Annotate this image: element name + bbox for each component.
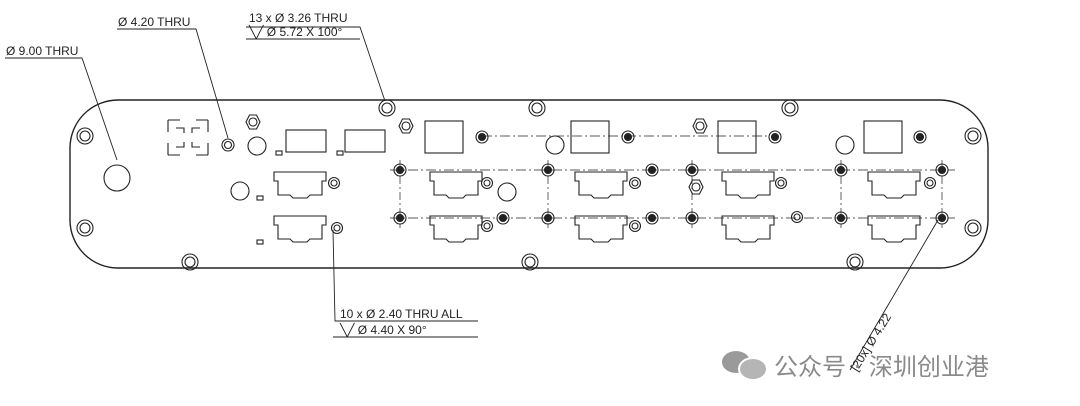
- screw-hole: [330, 221, 344, 235]
- connector-cutout: [721, 215, 775, 243]
- panel-outline: [69, 99, 989, 269]
- hex-nut-bore: [691, 182, 701, 192]
- screw-hole: [628, 176, 642, 190]
- mounting-hole-inner: [531, 102, 543, 114]
- mounting-hole: [781, 99, 799, 117]
- mounting-hole: [528, 99, 546, 117]
- mounting-hole: [964, 219, 982, 237]
- bracket-mark-inner: [176, 127, 200, 148]
- screw-hole-inner: [793, 213, 801, 221]
- hex-nut-bore: [695, 121, 705, 131]
- screw-hole-inner: [777, 179, 785, 187]
- plain-hole: [835, 135, 855, 155]
- screw-hole: [480, 176, 494, 190]
- connector-cutout: [867, 171, 921, 199]
- screw-hole-inner: [631, 179, 639, 187]
- panel-features: [76, 99, 982, 271]
- pin-hole-outer: [621, 130, 635, 144]
- screw-hole: [774, 176, 788, 190]
- screw-hole-inner: [926, 179, 934, 187]
- screw-hole: [790, 210, 804, 224]
- small-slot: [256, 195, 264, 201]
- mounting-hole: [76, 219, 94, 237]
- mounting-hole-inner: [79, 130, 91, 142]
- pin-hole-outer: [913, 130, 927, 144]
- small-slot: [256, 239, 264, 245]
- pin-hole-inner: [477, 132, 487, 142]
- plain-hole: [545, 135, 565, 155]
- mounting-hole: [378, 99, 396, 117]
- connector-cutout: [273, 171, 327, 199]
- square-cutout: [424, 120, 464, 154]
- hex-nut: [692, 118, 708, 134]
- rect-cutout: [344, 129, 386, 153]
- square-cutout: [863, 120, 903, 154]
- small-hole-420-inner: [223, 140, 233, 150]
- hex-nut-bore: [248, 117, 258, 127]
- connector-cutout: [273, 215, 327, 243]
- pin-hole-inner: [623, 132, 633, 142]
- callout-thru-all: 10 x Ø 2.40 THRU ALL: [340, 307, 463, 321]
- pin-hole-inner: [770, 132, 780, 142]
- screw-hole: [480, 219, 494, 233]
- screw-hole-inner: [483, 222, 491, 230]
- small-slot: [336, 150, 344, 156]
- callout-texts: Ø 9.00 THRU Ø 4.20 THRU 13 x Ø 3.26 THRU…: [6, 11, 894, 374]
- small-hole-420: [221, 138, 235, 152]
- mounting-hole: [964, 127, 982, 145]
- mounting-hole-inner: [967, 222, 979, 234]
- mounting-hole-inner: [79, 222, 91, 234]
- rect-cutout: [285, 129, 327, 153]
- connector-cutout: [721, 171, 775, 199]
- pin-hole-outer: [768, 130, 782, 144]
- mounting-hole-inner: [967, 130, 979, 142]
- mounting-hole: [76, 127, 94, 145]
- screw-hole: [628, 219, 642, 233]
- plain-hole: [247, 136, 267, 156]
- callout-csk90: ╲╱ Ø 4.40 X 90°: [339, 322, 427, 337]
- hex-nut-bore: [401, 121, 411, 131]
- hex-nut: [688, 179, 704, 195]
- screw-hole-inner: [631, 222, 639, 230]
- pin-hole-outer: [496, 211, 510, 225]
- small-slot: [275, 150, 283, 156]
- connector-cutout: [574, 215, 628, 243]
- pin-hole-outer: [475, 130, 489, 144]
- mounting-hole-inner: [849, 256, 861, 268]
- callout-hole-9: Ø 9.00 THRU: [6, 44, 78, 58]
- connector-cutout: [574, 171, 628, 199]
- square-cutout: [717, 120, 757, 154]
- mounting-hole-inner: [784, 102, 796, 114]
- screw-hole-inner: [483, 179, 491, 187]
- screw-hole: [327, 176, 341, 190]
- screw-hole-inner: [333, 224, 341, 232]
- mounting-hole: [846, 253, 864, 271]
- wechat-icon: [722, 347, 768, 381]
- large-hole: [103, 164, 131, 192]
- screw-hole-inner: [330, 179, 338, 187]
- watermark-text: 公众号 · 深圳创业港: [774, 352, 989, 381]
- connector-cutout: [429, 171, 483, 199]
- mounting-hole-inner: [381, 102, 393, 114]
- square-cutout: [570, 120, 610, 154]
- connector-cutout: [867, 215, 921, 243]
- mounting-hole: [181, 253, 199, 271]
- mounting-hole: [521, 253, 539, 271]
- hex-nut: [245, 114, 261, 130]
- bracket-mark: [167, 119, 209, 156]
- leader-lines: [5, 26, 939, 371]
- connector-cutout: [429, 215, 483, 243]
- callout-csk-spec: ╲╱ Ø 5.72 X 100°: [248, 24, 343, 39]
- plain-hole: [230, 181, 250, 201]
- watermark: 公众号 · 深圳创业港: [722, 344, 989, 384]
- callout-csk-count: 13 x Ø 3.26 THRU: [249, 11, 347, 25]
- hex-nut: [398, 118, 414, 134]
- screw-hole: [923, 176, 937, 190]
- mounting-hole-inner: [524, 256, 536, 268]
- mounting-hole-inner: [184, 256, 196, 268]
- pin-hole-inner: [915, 132, 925, 142]
- callout-hole-420: Ø 4.20 THRU: [118, 15, 190, 29]
- plain-hole: [497, 182, 517, 202]
